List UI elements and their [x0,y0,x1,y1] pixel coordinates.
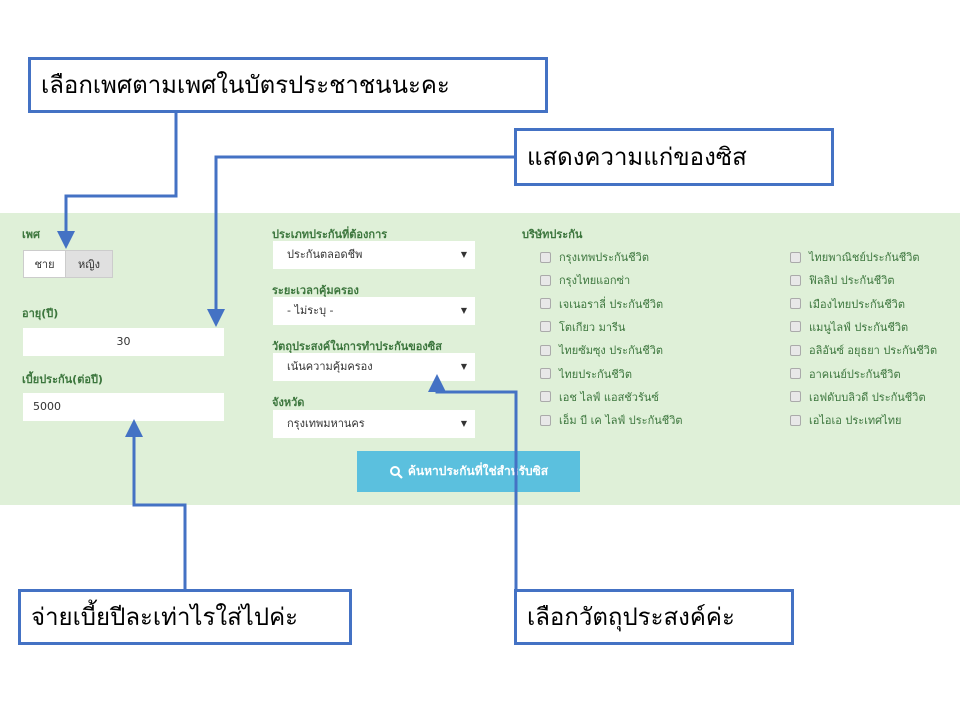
search-icon [389,465,403,479]
dropdown-arrow-icon: ▼ [460,306,467,315]
company-name: เอ็ม บี เค ไลฟ์ ประกันชีวิต [559,414,683,428]
purpose-select[interactable]: เน้นความคุ้มครอง ▼ [273,353,475,381]
purpose-label: วัตถุประสงค์ในการทำประกันของซิส [272,340,442,353]
company-checkbox[interactable]: เมืองไทยประกันชีวิต [790,295,905,313]
company-checkbox[interactable]: ไทยซัมซุง ประกันชีวิต [540,341,663,359]
company-checkbox[interactable]: อลิอันซ์ อยุธยา ประกันชีวิต [790,341,937,359]
company-name: โตเกียว มารีน [559,320,626,334]
company-checkbox[interactable]: เอฟดับบลิวดี ประกันชีวิต [790,388,926,406]
period-value: - ไม่ระบุ - [287,304,334,317]
company-name: ไทยซัมซุง ประกันชีวิต [559,344,664,358]
company-name: เจเนอราลี่ ประกันชีวิต [559,297,664,311]
callout-age: แสดงความแก่ของซิส [514,128,834,186]
company-checkbox[interactable]: อาคเนย์ประกันชีวิต [790,365,901,383]
company-name: ฟิลลิป ประกันชีวิต [809,274,895,288]
gender-label: เพศ [22,228,40,241]
checkbox-icon[interactable] [540,414,551,426]
company-label: บริษัทประกัน [522,228,583,241]
checkbox-icon[interactable] [790,298,801,310]
company-name: แมนูไลฟ์ ประกันชีวิต [809,320,909,334]
dropdown-arrow-icon: ▼ [460,362,467,371]
company-checkbox[interactable]: เอไอเอ ประเทศไทย [790,411,901,429]
premium-label: เบี้ยประกัน(ต่อปี) [22,373,103,386]
company-name: เอช ไลฟ์ แอสชัวรันซ์ [559,390,659,404]
checkbox-icon[interactable] [790,251,801,263]
province-select[interactable]: กรุงเทพมหานคร ▼ [273,410,475,438]
dropdown-arrow-icon: ▼ [460,419,467,428]
checkbox-icon[interactable] [540,251,551,263]
province-label: จังหวัด [272,396,305,409]
company-name: อาคเนย์ประกันชีวิต [809,367,901,381]
callout-purpose: เลือกวัตถุประสงค์ค่ะ [514,589,794,645]
checkbox-icon[interactable] [790,344,801,356]
checkbox-icon[interactable] [540,368,551,379]
age-label: อายุ(ปี) [22,307,59,320]
type-label: ประเภทประกันที่ต้องการ [272,228,388,241]
search-button-label: ค้นหาประกันที่ใช่สำหรับซิส [407,464,549,478]
age-input[interactable]: 30 [23,328,224,356]
period-select[interactable]: - ไม่ระบุ - ▼ [273,297,475,325]
checkbox-icon[interactable] [790,391,801,403]
company-checkbox[interactable]: ไทยพาณิชย์ประกันชีวิต [790,248,920,266]
company-checkbox[interactable]: เจเนอราลี่ ประกันชีวิต [540,295,663,313]
checkbox-icon[interactable] [540,274,551,286]
company-name: เอฟดับบลิวดี ประกันชีวิต [809,390,926,404]
company-checkbox[interactable]: แมนูไลฟ์ ประกันชีวิต [790,318,908,336]
company-name: ไทยประกันชีวิต [559,367,632,381]
premium-input[interactable]: 5000 [23,393,224,421]
checkbox-icon[interactable] [540,391,551,403]
company-checkbox[interactable]: เอ็ม บี เค ไลฟ์ ประกันชีวิต [540,411,683,429]
checkbox-icon[interactable] [790,321,801,333]
company-checkbox[interactable]: ไทยประกันชีวิต [540,365,632,383]
company-checkbox[interactable]: โตเกียว มารีน [540,318,625,336]
checkbox-icon[interactable] [540,321,551,333]
checkbox-icon[interactable] [790,368,801,379]
type-select[interactable]: ประกันตลอดชีพ ▼ [273,241,475,269]
company-name: ไทยพาณิชย์ประกันชีวิต [809,251,920,264]
company-checkbox[interactable]: ฟิลลิป ประกันชีวิต [790,271,895,289]
callout-gender: เลือกเพศตามเพศในบัตรประชาชนนะคะ [28,57,548,113]
checkbox-icon[interactable] [790,414,801,426]
checkbox-icon[interactable] [540,298,551,310]
period-label: ระยะเวลาคุ้มครอง [272,284,359,297]
company-name: กรุงเทพประกันชีวิต [559,251,649,264]
checkbox-icon[interactable] [790,274,801,286]
dropdown-arrow-icon: ▼ [460,250,467,259]
company-checkbox[interactable]: กรุงไทยแอกซ่า [540,271,630,289]
purpose-value: เน้นความคุ้มครอง [287,360,373,373]
search-button[interactable]: ค้นหาประกันที่ใช่สำหรับซิส [357,451,580,492]
company-name: เอไอเอ ประเทศไทย [809,414,902,428]
company-name: อลิอันซ์ อยุธยา ประกันชีวิต [809,344,938,358]
province-value: กรุงเทพมหานคร [287,417,365,430]
checkbox-icon[interactable] [540,344,551,356]
callout-premium: จ่ายเบี้ยปีละเท่าไรใส่ไปค่ะ [18,589,352,645]
company-name: กรุงไทยแอกซ่า [559,274,631,288]
company-name: เมืองไทยประกันชีวิต [809,297,905,311]
company-checkbox[interactable]: กรุงเทพประกันชีวิต [540,248,649,266]
type-value: ประกันตลอดชีพ [287,248,363,261]
company-checkbox[interactable]: เอช ไลฟ์ แอสชัวรันซ์ [540,388,659,406]
gender-female-button[interactable]: หญิง [65,250,113,278]
gender-male-button[interactable]: ชาย [23,250,66,278]
